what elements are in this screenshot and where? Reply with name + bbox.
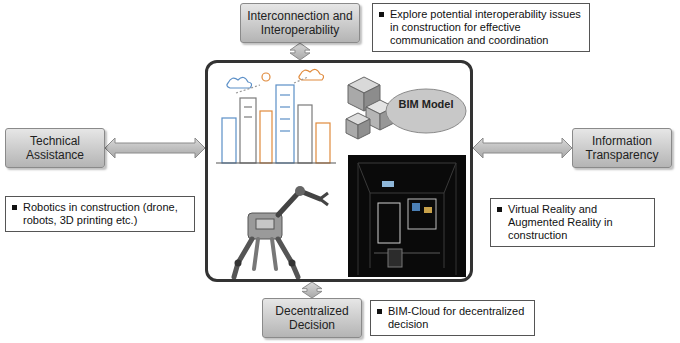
- bullet-square: [497, 207, 502, 212]
- concept-box: Technical Assistance: [5, 128, 105, 168]
- bullet-square: [377, 309, 382, 314]
- bullet-square: [379, 12, 384, 17]
- double-block-arrow: [105, 138, 205, 158]
- smart-city-sketch: [216, 69, 336, 163]
- double-block-arrow: [473, 138, 572, 158]
- note-box: Explore potential interoperability issue…: [372, 3, 590, 52]
- double-block-arrow: [290, 43, 310, 60]
- note-box: Robotics in construction (drone, robots,…: [5, 196, 195, 232]
- bim-model-label: BIM Model: [389, 98, 463, 111]
- concept-box: Decentralized Decision: [262, 298, 362, 338]
- bim-center-panel: BIM Model: [205, 60, 473, 282]
- note-text-group: Explore potential interoperability issue…: [390, 8, 583, 47]
- concept-label: Technical Assistance: [12, 134, 98, 162]
- concept-box: Information Transparency: [572, 128, 672, 168]
- concept-label: Decentralized Decision: [269, 304, 355, 332]
- concept-label: Interconnection and Interoperability: [247, 9, 353, 37]
- note-text-group: BIM-Cloud for decentralized decision: [388, 305, 528, 331]
- note-text: Virtual Reality and Augmented Reality in…: [508, 203, 648, 242]
- note-text: Explore potential interoperability issue…: [390, 8, 583, 47]
- concept-box: Interconnection and Interoperability: [240, 3, 360, 43]
- bim-illustration: [208, 63, 470, 279]
- note-text-group: Robotics in construction (drone, robots,…: [23, 201, 188, 227]
- bim-ellipse: [386, 89, 466, 133]
- note-text: BIM-Cloud for decentralized decision: [388, 305, 528, 331]
- concept-label: Information Transparency: [579, 134, 665, 162]
- note-text-group: Virtual Reality and Augmented Reality in…: [508, 203, 648, 242]
- robot-picture: [234, 186, 328, 277]
- note-text: Robotics in construction (drone, robots,…: [23, 201, 188, 227]
- note-box: BIM-Cloud for decentralized decision: [370, 300, 535, 336]
- note-box: Virtual Reality and Augmented Reality in…: [490, 198, 655, 247]
- vr-scene-picture: [348, 155, 466, 277]
- double-block-arrow: [302, 282, 322, 298]
- bullet-square: [12, 205, 17, 210]
